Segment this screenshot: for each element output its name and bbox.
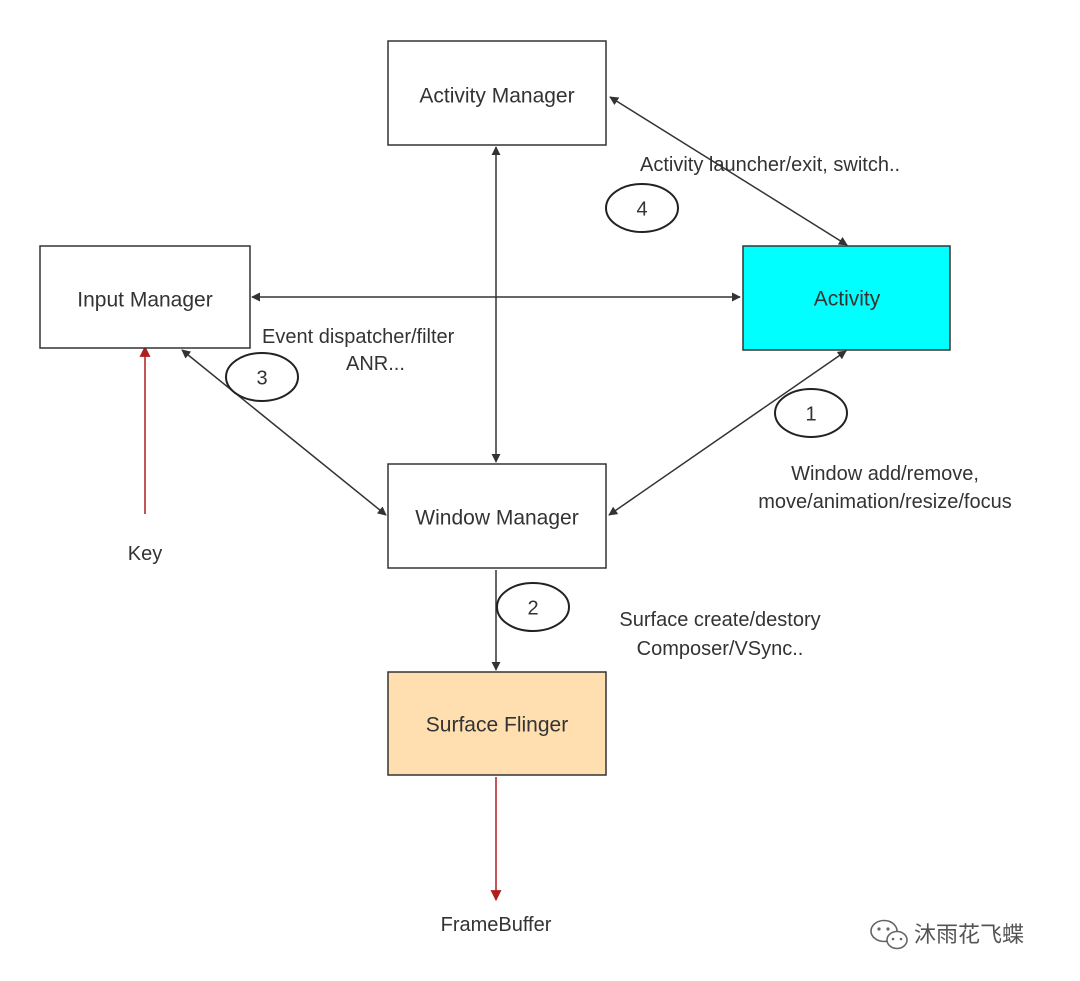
step-4: 4 [605,183,679,233]
surface-flinger-label: Surface Flinger [426,714,568,737]
input-connectors [139,345,502,902]
activity-label: Activity [814,288,881,311]
event-annotation-line1: Event dispatcher/filter [262,326,455,348]
step-3: 3 [225,352,299,402]
step-2-label: 2 [527,597,538,619]
watermark: 沐雨花飞蝶 [870,919,1024,950]
window-annotation-line2: move/animation/resize/focus [758,491,1011,513]
watermark-text: 沐雨花飞蝶 [914,923,1024,948]
event-annotation-line2: ANR... [346,353,405,375]
activity-manager-label: Activity Manager [419,85,574,108]
step-1: 1 [774,388,848,438]
node-surface-flinger: Surface Flinger [387,671,607,776]
activity-wm-connector [608,350,847,516]
step-3-label: 3 [256,367,267,389]
node-activity-manager: Activity Manager [387,40,607,146]
surface-annotation-line1: Surface create/destory [619,609,820,631]
window-manager-label: Window Manager [415,507,578,530]
key-label: Key [128,543,162,565]
wechat-icon [870,919,908,950]
node-input-manager: Input Manager [39,245,251,349]
step-4-label: 4 [636,198,647,220]
connectors [181,96,848,671]
node-window-manager: Window Manager [387,463,607,569]
am-activity-annotation: Activity launcher/exit, switch.. [640,154,900,176]
window-annotation-line1: Window add/remove, [791,463,979,485]
step-1-label: 1 [805,403,816,425]
node-activity: Activity [742,245,951,351]
im-wm-connector [181,349,387,516]
am-activity-connector [609,96,848,246]
step-2: 2 [496,582,570,632]
input-manager-label: Input Manager [77,289,212,312]
surface-annotation-line2: Composer/VSync.. [637,638,804,660]
framebuffer-label: FrameBuffer [441,914,552,936]
